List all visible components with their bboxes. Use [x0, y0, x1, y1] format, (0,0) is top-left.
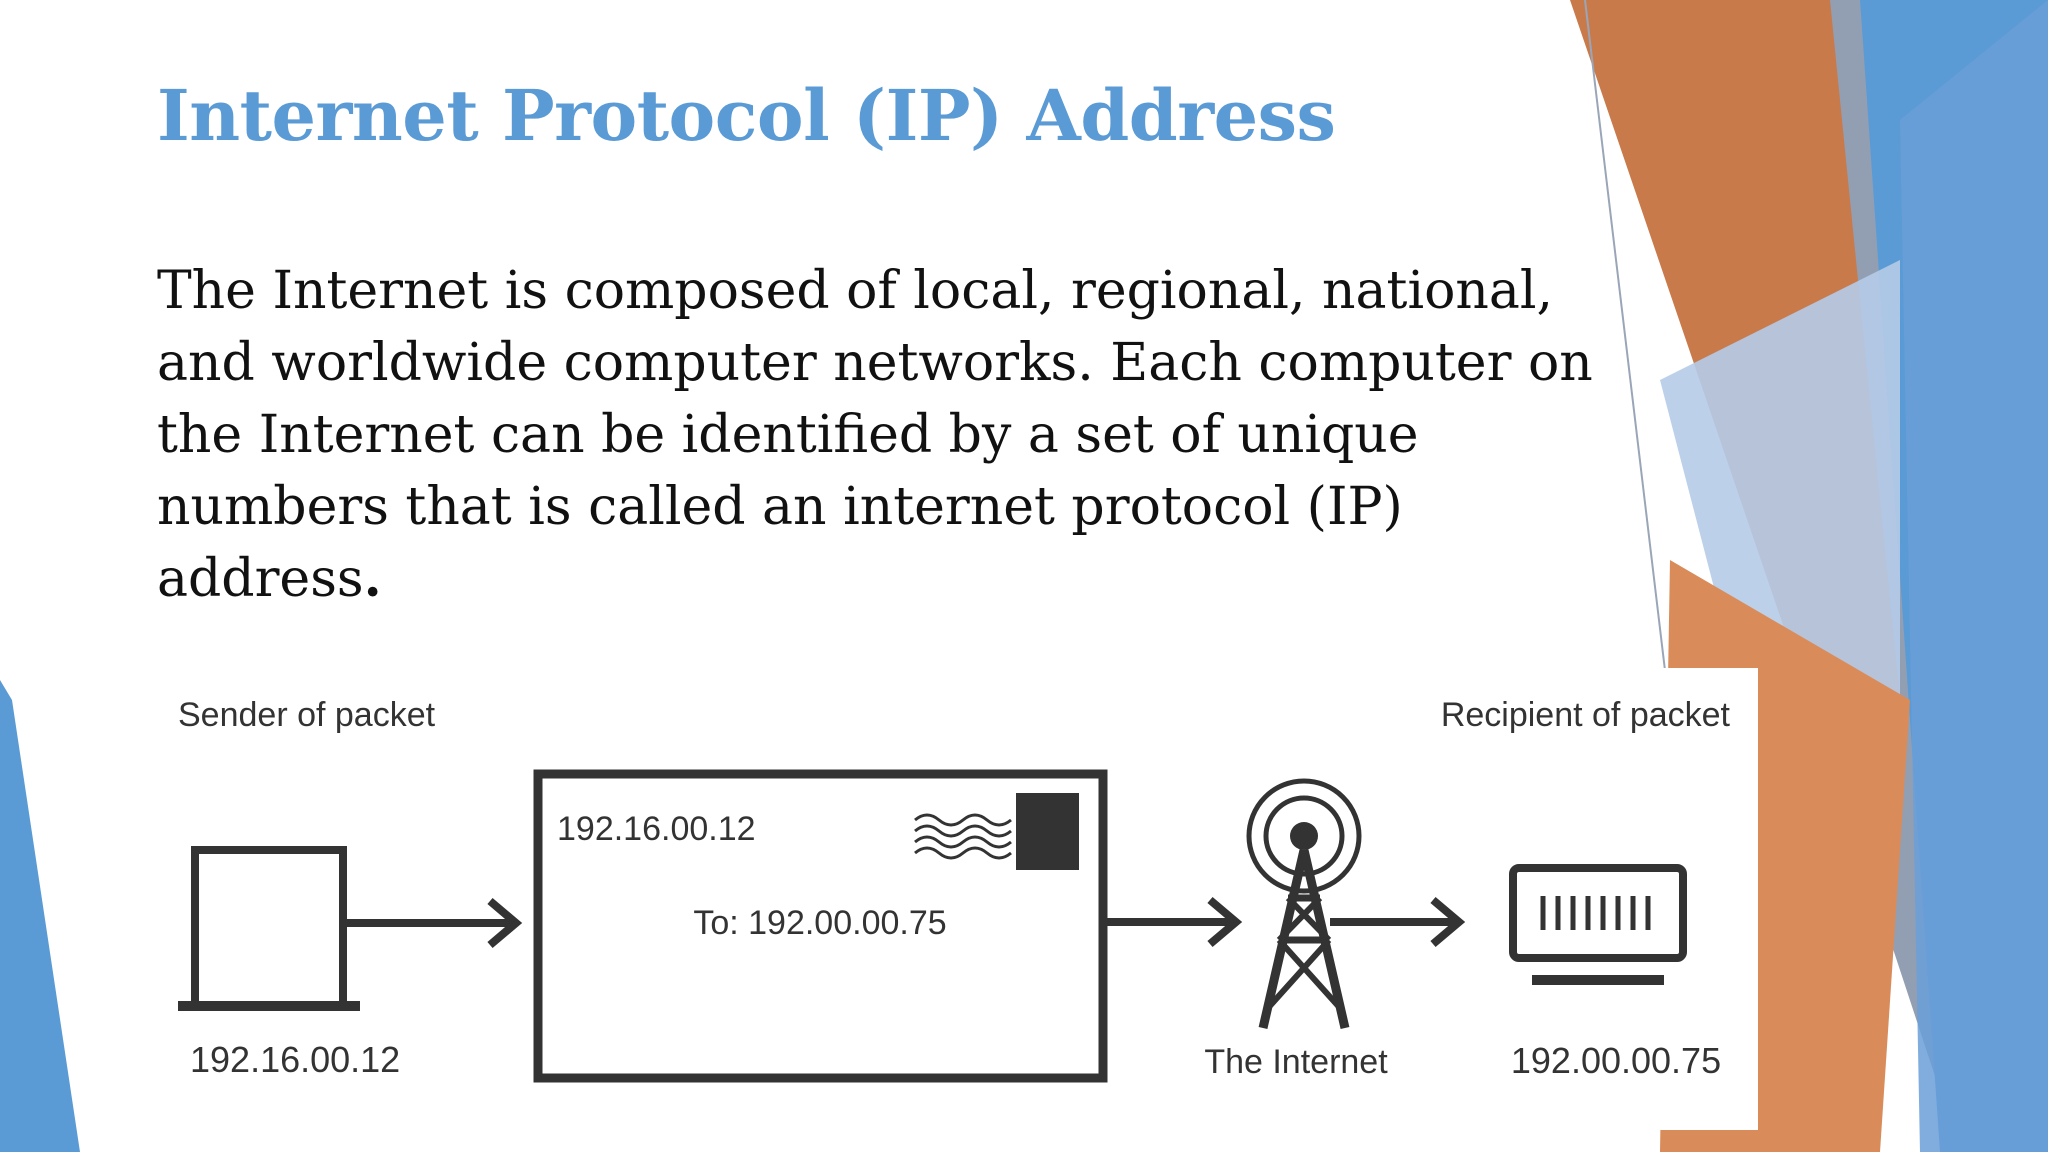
server-icon [1509, 864, 1687, 985]
arrow-right-icon [1330, 896, 1466, 948]
arrow-right-icon [1107, 896, 1243, 948]
envelope-icon [533, 769, 1108, 1083]
cell-tower-icon [1246, 778, 1362, 1030]
slide-title: Internet Protocol (IP) Address [157, 74, 1336, 157]
sender-label: Sender of packet [178, 696, 436, 734]
internet-label: The Internet [1204, 1043, 1388, 1081]
slide-body-period: . [363, 548, 382, 609]
sender-ip: 192.16.00.12 [190, 1039, 400, 1080]
slide-body-text: The Internet is composed of local, regio… [157, 255, 1637, 615]
envelope-to-address: To: 192.00.00.75 [693, 904, 946, 942]
recipient-label: Recipient of packet [1441, 696, 1731, 734]
decorative-shapes-left [0, 680, 80, 1152]
envelope-from-address: 192.16.00.12 [557, 810, 756, 848]
ip-packet-diagram: Sender of packet Recipient of packet 192… [160, 668, 1758, 1130]
laptop-icon [178, 846, 360, 1011]
postage-stamp-icon [1016, 793, 1079, 870]
arrow-right-icon [345, 897, 523, 949]
decorative-shapes-right [1570, 0, 2048, 1152]
recipient-ip: 192.00.00.75 [1511, 1040, 1721, 1081]
postmark-waves [914, 813, 1012, 860]
slide-body-sentence: The Internet is composed of local, regio… [157, 261, 1593, 609]
